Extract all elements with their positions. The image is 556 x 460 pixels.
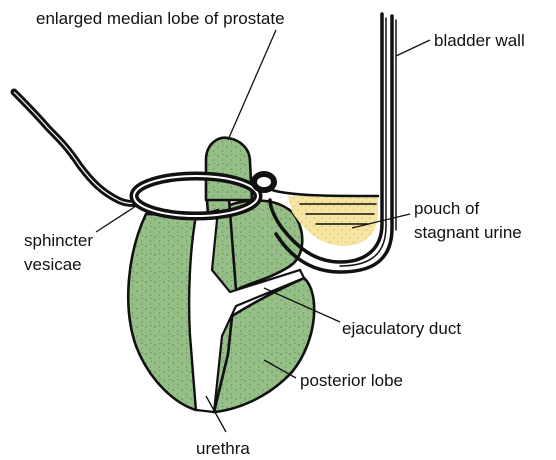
bladder-wall-left [14, 92, 136, 203]
label-urethra: urethra [196, 439, 250, 458]
leader-sphincter [96, 206, 136, 232]
leader-median-lobe [228, 30, 276, 140]
label-pouch-line2: stagnant urine [414, 223, 522, 242]
leader-bladder-wall [396, 40, 430, 56]
median-lobe-shape [206, 138, 252, 200]
label-sphincter-line2: vesicae [24, 255, 82, 274]
label-ejaculatory-duct: ejaculatory duct [342, 319, 461, 338]
label-posterior-lobe: posterior lobe [300, 371, 403, 390]
posterior-lobe-shape [128, 214, 196, 410]
label-pouch-line1: pouch of [414, 199, 479, 218]
label-bladder-wall: bladder wall [434, 31, 525, 50]
label-median-lobe: enlarged median lobe of prostate [36, 9, 285, 28]
label-sphincter-line1: sphincter [24, 231, 93, 250]
